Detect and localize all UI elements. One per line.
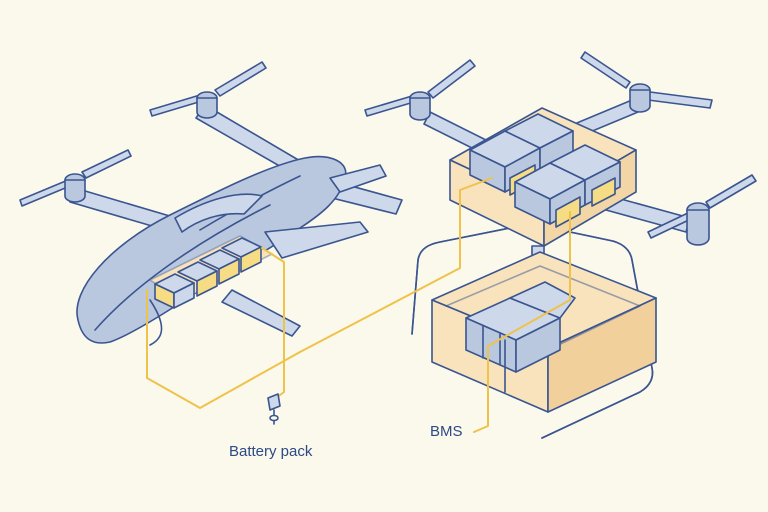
drone-rotor-rear-left: [364, 59, 476, 121]
drone: [364, 51, 757, 439]
drone-top-battery-cells: [469, 113, 621, 228]
evtol-aircraft: [19, 61, 403, 346]
aircraft-battery-cells: [154, 237, 262, 309]
bms-label: BMS: [430, 423, 463, 440]
drone-cargo-box: [431, 251, 657, 413]
battery-pack-callout-wire: [146, 177, 493, 409]
battery-pack-label: Battery pack: [229, 443, 313, 460]
connector-icon: [267, 393, 281, 425]
bms-callout-wire: [473, 211, 571, 433]
drone-rotor-rear-right: [580, 51, 713, 113]
aircraft-rotor-front: [19, 149, 132, 207]
aircraft-rotor-rear: [149, 61, 267, 119]
drone-rotor-front-right: [647, 174, 757, 246]
